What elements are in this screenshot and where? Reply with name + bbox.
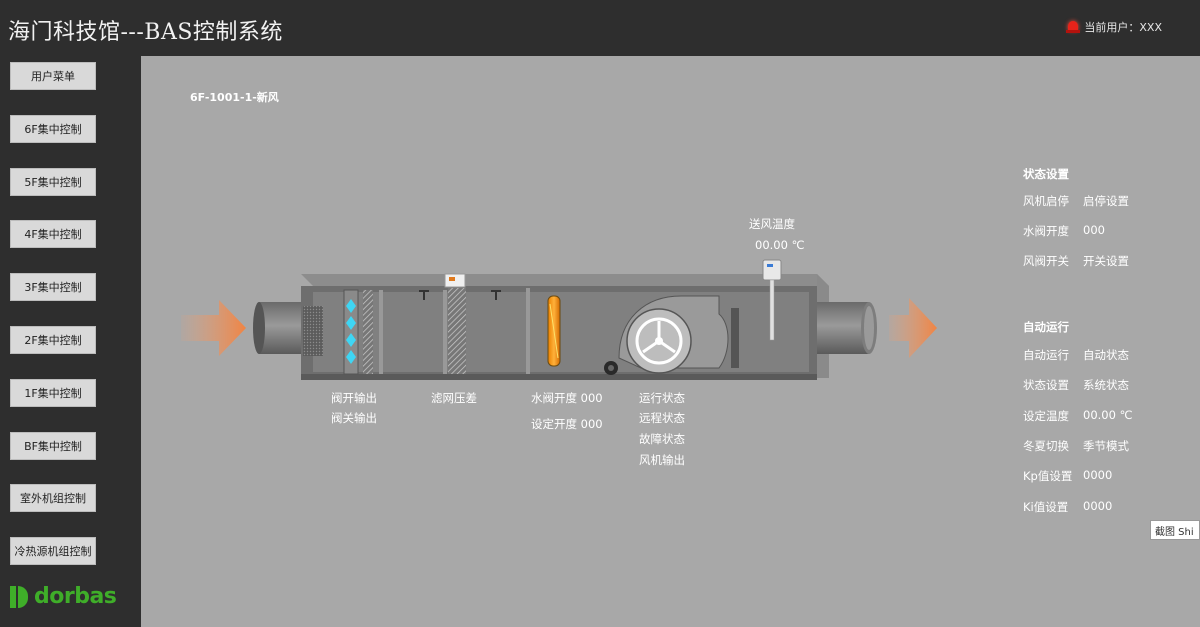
fan-start-stop-setting[interactable]: 启停设置 <box>1083 194 1129 208</box>
system-status[interactable]: 系统状态 <box>1083 378 1129 392</box>
auto-run-status[interactable]: 自动状态 <box>1083 348 1129 362</box>
alarm-light-icon <box>1066 21 1081 33</box>
season-switch-label: 冬夏切换 <box>1023 439 1069 453</box>
nav-6f-control[interactable]: 6F集中控制 <box>10 115 96 143</box>
main-canvas: 6F-1001-1-新风 <box>141 56 1200 627</box>
outlet-duct <box>817 302 877 354</box>
state-settings-heading: 状态设置 <box>1023 167 1069 181</box>
nav-bf-control[interactable]: BF集中控制 <box>10 432 96 460</box>
nav-user-menu[interactable]: 用户菜单 <box>10 62 96 90</box>
section-wall <box>379 290 383 374</box>
dorbas-logo-icon <box>10 585 30 608</box>
intake-grille <box>303 306 323 356</box>
supply-temp-value: 00.00 ℃ <box>755 238 805 252</box>
nav-chiller-unit-control[interactable]: 冷热源机组控制 <box>10 537 96 565</box>
valve-close-output: 阀关输出 <box>331 411 377 425</box>
auto-run-label: 自动运行 <box>1023 348 1069 362</box>
air-damper-label: 风阀开关 <box>1023 254 1069 268</box>
auto-run-heading: 自动运行 <box>1023 320 1069 334</box>
nav-3f-control[interactable]: 3F集中控制 <box>10 273 96 301</box>
title-bar: 海门科技馆---BAS控制系统 当前用户：XXX <box>0 0 1200 56</box>
set-temp-label: 设定温度 <box>1023 409 1069 423</box>
set-temp-value[interactable]: 00.00 ℃ <box>1083 408 1133 422</box>
fan-output: 风机输出 <box>639 453 685 467</box>
ahu-diagram <box>181 259 937 380</box>
fault-status: 故障状态 <box>639 432 685 446</box>
nav-4f-control[interactable]: 4F集中控制 <box>10 220 96 248</box>
run-status: 运行状态 <box>639 391 685 405</box>
inlet-airflow-arrow <box>181 300 246 356</box>
supply-temp-sensor-icon <box>762 259 782 341</box>
current-user-label: 当前用户：XXX <box>1084 21 1162 34</box>
nav-2f-control[interactable]: 2F集中控制 <box>10 326 96 354</box>
ki-label: Ki值设置 <box>1023 500 1069 514</box>
current-user: 当前用户：XXX <box>1066 19 1162 35</box>
kp-value[interactable]: 0000 <box>1083 468 1113 482</box>
water-valve-opening: 水阀开度 000 <box>531 391 603 405</box>
air-damper-setting[interactable]: 开关设置 <box>1083 254 1129 268</box>
pressure-tap-icon <box>419 290 501 300</box>
dorbas-logo: dorbas <box>10 584 117 609</box>
ki-value[interactable]: 0000 <box>1083 499 1113 513</box>
nav-1f-control[interactable]: 1F集中控制 <box>10 379 96 407</box>
season-mode[interactable]: 季节模式 <box>1083 439 1129 453</box>
set-opening: 设定开度 000 <box>531 417 603 431</box>
kp-label: Kp值设置 <box>1023 469 1073 483</box>
section-wall <box>443 290 447 374</box>
damper <box>343 289 359 375</box>
section-wall <box>526 288 530 374</box>
nav-5f-control[interactable]: 5F集中控制 <box>10 168 96 196</box>
app-title: 海门科技馆---BAS控制系统 <box>8 20 283 45</box>
fan-start-stop-label: 风机启停 <box>1023 194 1069 208</box>
water-valve-label: 水阀开度 <box>1023 224 1069 238</box>
unit-title: 6F-1001-1-新风 <box>190 91 279 104</box>
water-coil <box>547 295 561 367</box>
sidebar: 用户菜单 6F集中控制 5F集中控制 4F集中控制 3F集中控制 2F集中控制 … <box>0 56 141 627</box>
screenshot-tooltip: 截图 Shi <box>1150 520 1200 540</box>
outlet-airflow-arrow <box>889 298 937 358</box>
state-setting-label: 状态设置 <box>1023 378 1069 392</box>
pre-filter <box>363 290 373 374</box>
section-wall <box>731 308 739 368</box>
remote-status: 远程状态 <box>639 411 685 425</box>
supply-temp-label: 送风温度 <box>749 217 795 231</box>
filter <box>448 288 466 374</box>
supply-fan-icon <box>604 295 729 375</box>
inlet-duct <box>253 302 301 354</box>
logo-text: dorbas <box>34 584 117 609</box>
filter-diff-pressure: 滤网压差 <box>431 391 477 405</box>
water-valve-value[interactable]: 000 <box>1083 223 1105 237</box>
nav-outdoor-unit-control[interactable]: 室外机组控制 <box>10 484 96 512</box>
valve-open-output: 阀开输出 <box>331 391 377 405</box>
differential-pressure-switch-icon <box>444 273 466 288</box>
